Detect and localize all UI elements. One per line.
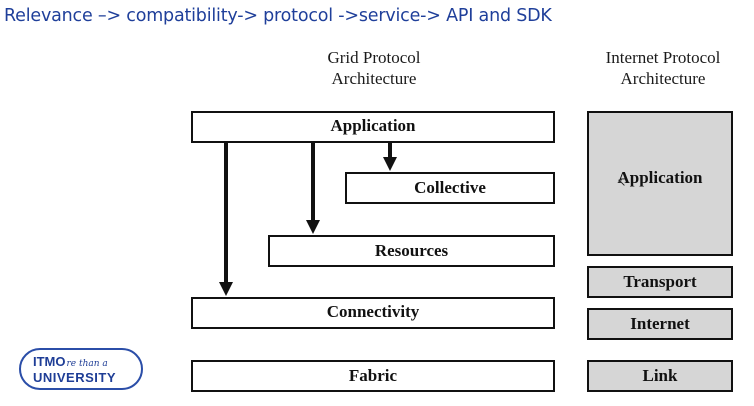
arrow-application-to-connectivity (219, 143, 233, 296)
internet-architecture-title: Internet Protocol Architecture (578, 47, 748, 89)
logo-line2: UNIVERSITY (33, 370, 117, 385)
grid-layer-collective: Collective (345, 172, 555, 204)
grid-title-line2: Architecture (331, 69, 417, 88)
internet-layer-transport: Transport (587, 266, 733, 298)
grid-architecture-title: Grid Protocol Architecture (294, 47, 454, 89)
logo-itmo: ITMO (33, 354, 66, 369)
mouse-cursor-icon: ↖ (617, 176, 627, 189)
internet-layer-application: Application (587, 111, 733, 256)
grid-layer-fabric: Fabric (191, 360, 555, 392)
internet-layer-link: Link (587, 360, 733, 392)
slide-heading: Relevance –> compatibility-> protocol ->… (4, 6, 552, 26)
internet-layer-internet: Internet (587, 308, 733, 340)
logo-tagline: re than a (66, 359, 108, 369)
internet-title-line1: Internet Protocol (605, 48, 721, 67)
arrow-application-to-resources (306, 143, 320, 234)
arrow-application-to-collective (383, 143, 397, 171)
grid-layer-application: Application (191, 111, 555, 143)
internet-title-line2: Architecture (620, 69, 706, 88)
itmo-university-logo: ITMOre than a UNIVERSITY (19, 348, 143, 390)
grid-title-line1: Grid Protocol (327, 48, 421, 67)
grid-layer-resources: Resources (268, 235, 555, 267)
logo-line1: ITMOre than a (33, 354, 108, 369)
grid-layer-connectivity: Connectivity (191, 297, 555, 329)
